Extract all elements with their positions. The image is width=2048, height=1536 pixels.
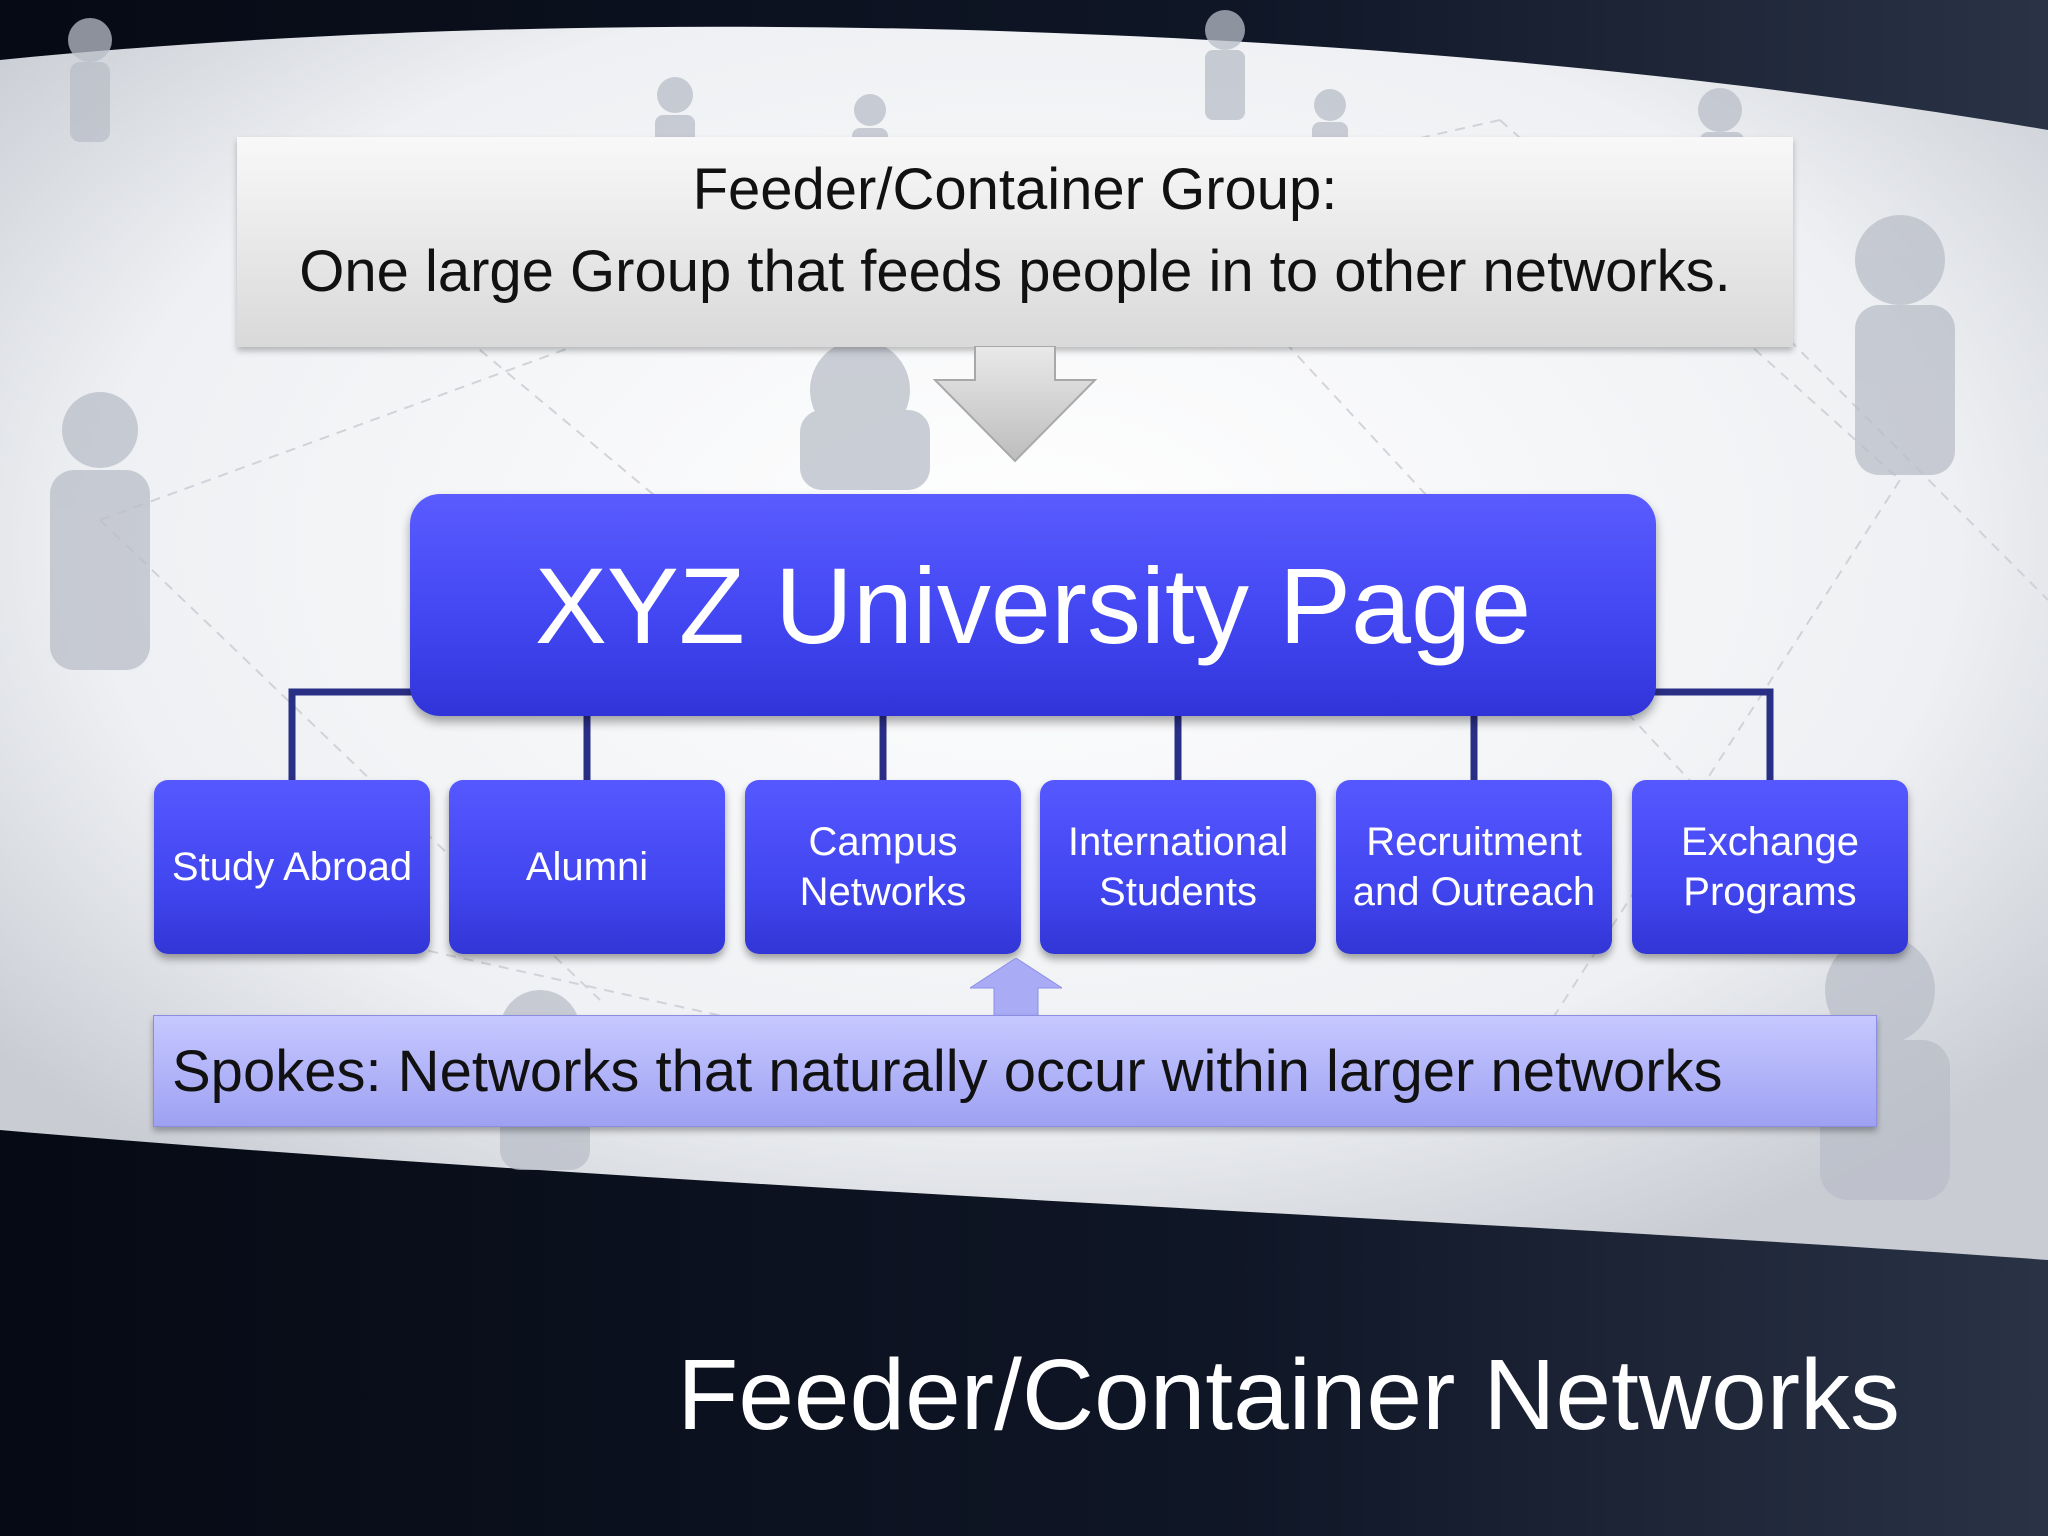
slide-title-text: Feeder/Container Networks <box>677 1339 1900 1451</box>
child-node-label: Campus Networks <box>799 820 967 914</box>
child-node-label: International Students <box>1067 820 1289 914</box>
feeder-group-callout: Feeder/Container Group: One large Group … <box>237 137 1793 347</box>
up-arrow <box>970 958 1062 1018</box>
child-node-label: Study Abroad <box>171 845 413 889</box>
child-node-label: Recruitment and Outreach <box>1352 820 1596 914</box>
slide-title: Feeder/Container Networks <box>600 1330 1900 1460</box>
child-node-campus-networks: Campus Networks <box>745 780 1021 954</box>
child-node-recruitment-outreach: Recruitment and Outreach <box>1336 780 1612 954</box>
child-node-alumni: Alumni <box>449 780 725 954</box>
child-node-label: Exchange Programs <box>1681 820 1859 914</box>
child-node-exchange-programs: Exchange Programs <box>1632 780 1908 954</box>
callout-description: One large Group that feeds people in to … <box>299 239 1731 304</box>
down-arrow <box>932 346 1098 463</box>
callout-heading: Feeder/Container Group: <box>692 157 1338 222</box>
spokes-callout: Spokes: Networks that naturally occur wi… <box>153 1015 1877 1127</box>
spokes-label: Spokes: Networks that naturally occur wi… <box>172 1038 1723 1104</box>
child-node-study-abroad: Study Abroad <box>154 780 430 954</box>
root-node-label: XYZ University Page <box>534 544 1532 666</box>
child-node-international-students: International Students <box>1040 780 1316 954</box>
root-node-university-page: XYZ University Page <box>410 494 1656 716</box>
child-node-label: Alumni <box>525 845 649 889</box>
